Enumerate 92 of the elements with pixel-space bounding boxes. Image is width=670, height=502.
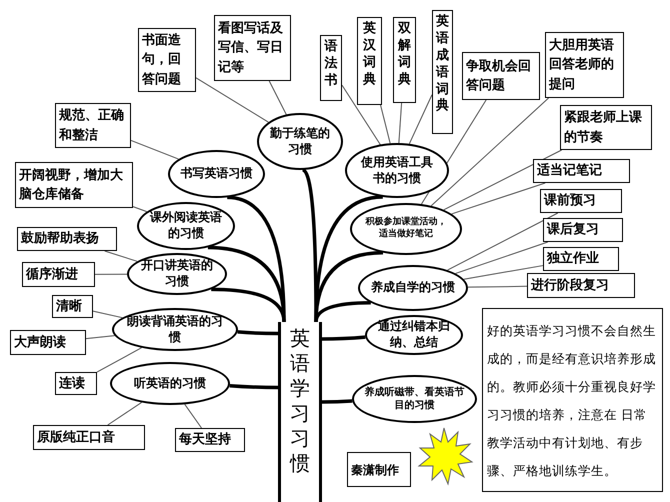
leader-line — [342, 84, 381, 145]
habit-label: 养成听磁带、看英语节目的习惯 — [364, 386, 465, 412]
note-box — [482, 308, 663, 492]
habit-label: 使用英语工具书的习惯 — [360, 154, 434, 186]
tip-box — [533, 159, 630, 183]
tip-box — [55, 372, 97, 395]
leader-line — [443, 150, 562, 210]
tip-text: 争取机会回答问题 — [466, 58, 532, 95]
branch-line — [230, 384, 278, 390]
tip-text: 双解词典 — [398, 21, 411, 89]
tree-trunk — [278, 322, 322, 502]
tip-box — [138, 28, 196, 92]
habit-label: 朗读背诵英语的习惯 — [126, 314, 224, 346]
leader-line — [184, 404, 202, 428]
tip-text: 循序渐进 — [26, 266, 79, 284]
habit-label: 积极参加课堂活动，适当做好笔记 — [364, 217, 448, 241]
tip-box — [52, 295, 93, 318]
tip-text: 连读 — [59, 374, 86, 393]
leader-line — [447, 212, 558, 271]
tip-text: 课后复习 — [547, 220, 600, 240]
leader-line — [451, 182, 546, 214]
habit-label: 课外阅读英语的习惯 — [149, 210, 223, 242]
leader-line — [268, 80, 287, 115]
tip-text: 鼓励帮助表扬 — [21, 230, 100, 248]
tip-box — [527, 273, 635, 298]
leader-line — [86, 335, 116, 340]
tip-box — [543, 247, 619, 271]
tip-text: 每天坚持 — [179, 431, 232, 450]
tip-text: 英语成语词典 — [436, 14, 449, 116]
tip-text: 独立作业 — [547, 250, 600, 268]
tip-box — [320, 35, 342, 101]
tip-box — [462, 52, 540, 100]
tip-text: 课前预习 — [544, 192, 597, 210]
tip-box — [393, 17, 416, 103]
tip-text: 原版纯正口音 — [37, 428, 116, 447]
habit-label: 养成自学的习惯 — [371, 280, 455, 296]
leader-line — [380, 104, 391, 144]
tip-text: 紧跟老师上课的节奏 — [564, 109, 643, 146]
leader-line — [104, 250, 138, 262]
habit-ellipse — [350, 203, 462, 255]
branch-line — [314, 195, 383, 322]
tip-box — [17, 227, 117, 251]
tip-box — [214, 15, 291, 81]
habit-label: 勤于练笔的习惯 — [269, 126, 331, 158]
habit-label: 开口讲英语的习惯 — [140, 258, 214, 290]
branch-line — [302, 168, 318, 322]
tip-box — [357, 17, 382, 105]
tip-box — [55, 103, 131, 148]
tip-box — [560, 105, 652, 150]
tip-box — [543, 218, 623, 242]
habit-label: 书写英语习惯 — [180, 166, 252, 182]
trunk-title: 英语学习习惯 — [290, 326, 310, 476]
branch-line — [322, 335, 366, 341]
tip-box — [22, 262, 95, 287]
tip-text: 大声朗读 — [14, 334, 67, 352]
tip-box — [540, 189, 622, 213]
tip-text: 进行阶段复习 — [531, 276, 610, 295]
habit-ellipse — [168, 150, 265, 198]
tip-text: 适当记笔记 — [537, 162, 603, 180]
branch-line — [314, 301, 371, 322]
leader-line — [130, 140, 179, 160]
tip-box — [10, 330, 86, 355]
leader-line — [94, 274, 128, 275]
tip-box — [33, 425, 145, 450]
tip-text: 英汉词典 — [363, 21, 376, 89]
tip-box — [347, 452, 411, 487]
tip-text: 看图写话及写信、写日记等 — [218, 20, 284, 77]
leader-line — [455, 242, 548, 274]
tip-text: 语法书 — [324, 39, 338, 90]
tip-text: 规范、正确和整洁 — [59, 107, 125, 144]
habit-label: 听英语的习惯 — [134, 376, 206, 392]
tip-text: 开阔视野，增加大脑仓库储备 — [19, 166, 124, 204]
leader-line — [96, 347, 142, 373]
branch-line — [322, 399, 352, 404]
leader-line — [398, 102, 402, 144]
note-text: 好的英语学习习惯不会自然生成的，而是经有意识培养形成的。教师必须十分重视良好学习习惯的培养，注意在 日常教学活动中有计划地、有步骤、严格地训练学生。 — [487, 322, 657, 480]
tip-text: 清晰 — [56, 298, 83, 316]
habit-ellipse — [257, 113, 343, 170]
leader-line — [92, 310, 123, 318]
leader-line — [408, 94, 432, 144]
tip-box — [432, 10, 453, 134]
tip-box — [175, 428, 245, 452]
tip-text: 大胆用英语回答老师的提问 — [549, 36, 615, 94]
leader-line — [132, 206, 148, 212]
tip-text: 书面造句，回答问题 — [142, 32, 182, 89]
tip-box — [545, 32, 624, 98]
branch-line — [237, 330, 278, 336]
branch-line — [211, 288, 286, 322]
leader-line — [467, 286, 528, 288]
leader-line — [196, 77, 269, 123]
tip-box — [15, 162, 133, 208]
tip-text: 秦潇制作 — [351, 462, 400, 478]
